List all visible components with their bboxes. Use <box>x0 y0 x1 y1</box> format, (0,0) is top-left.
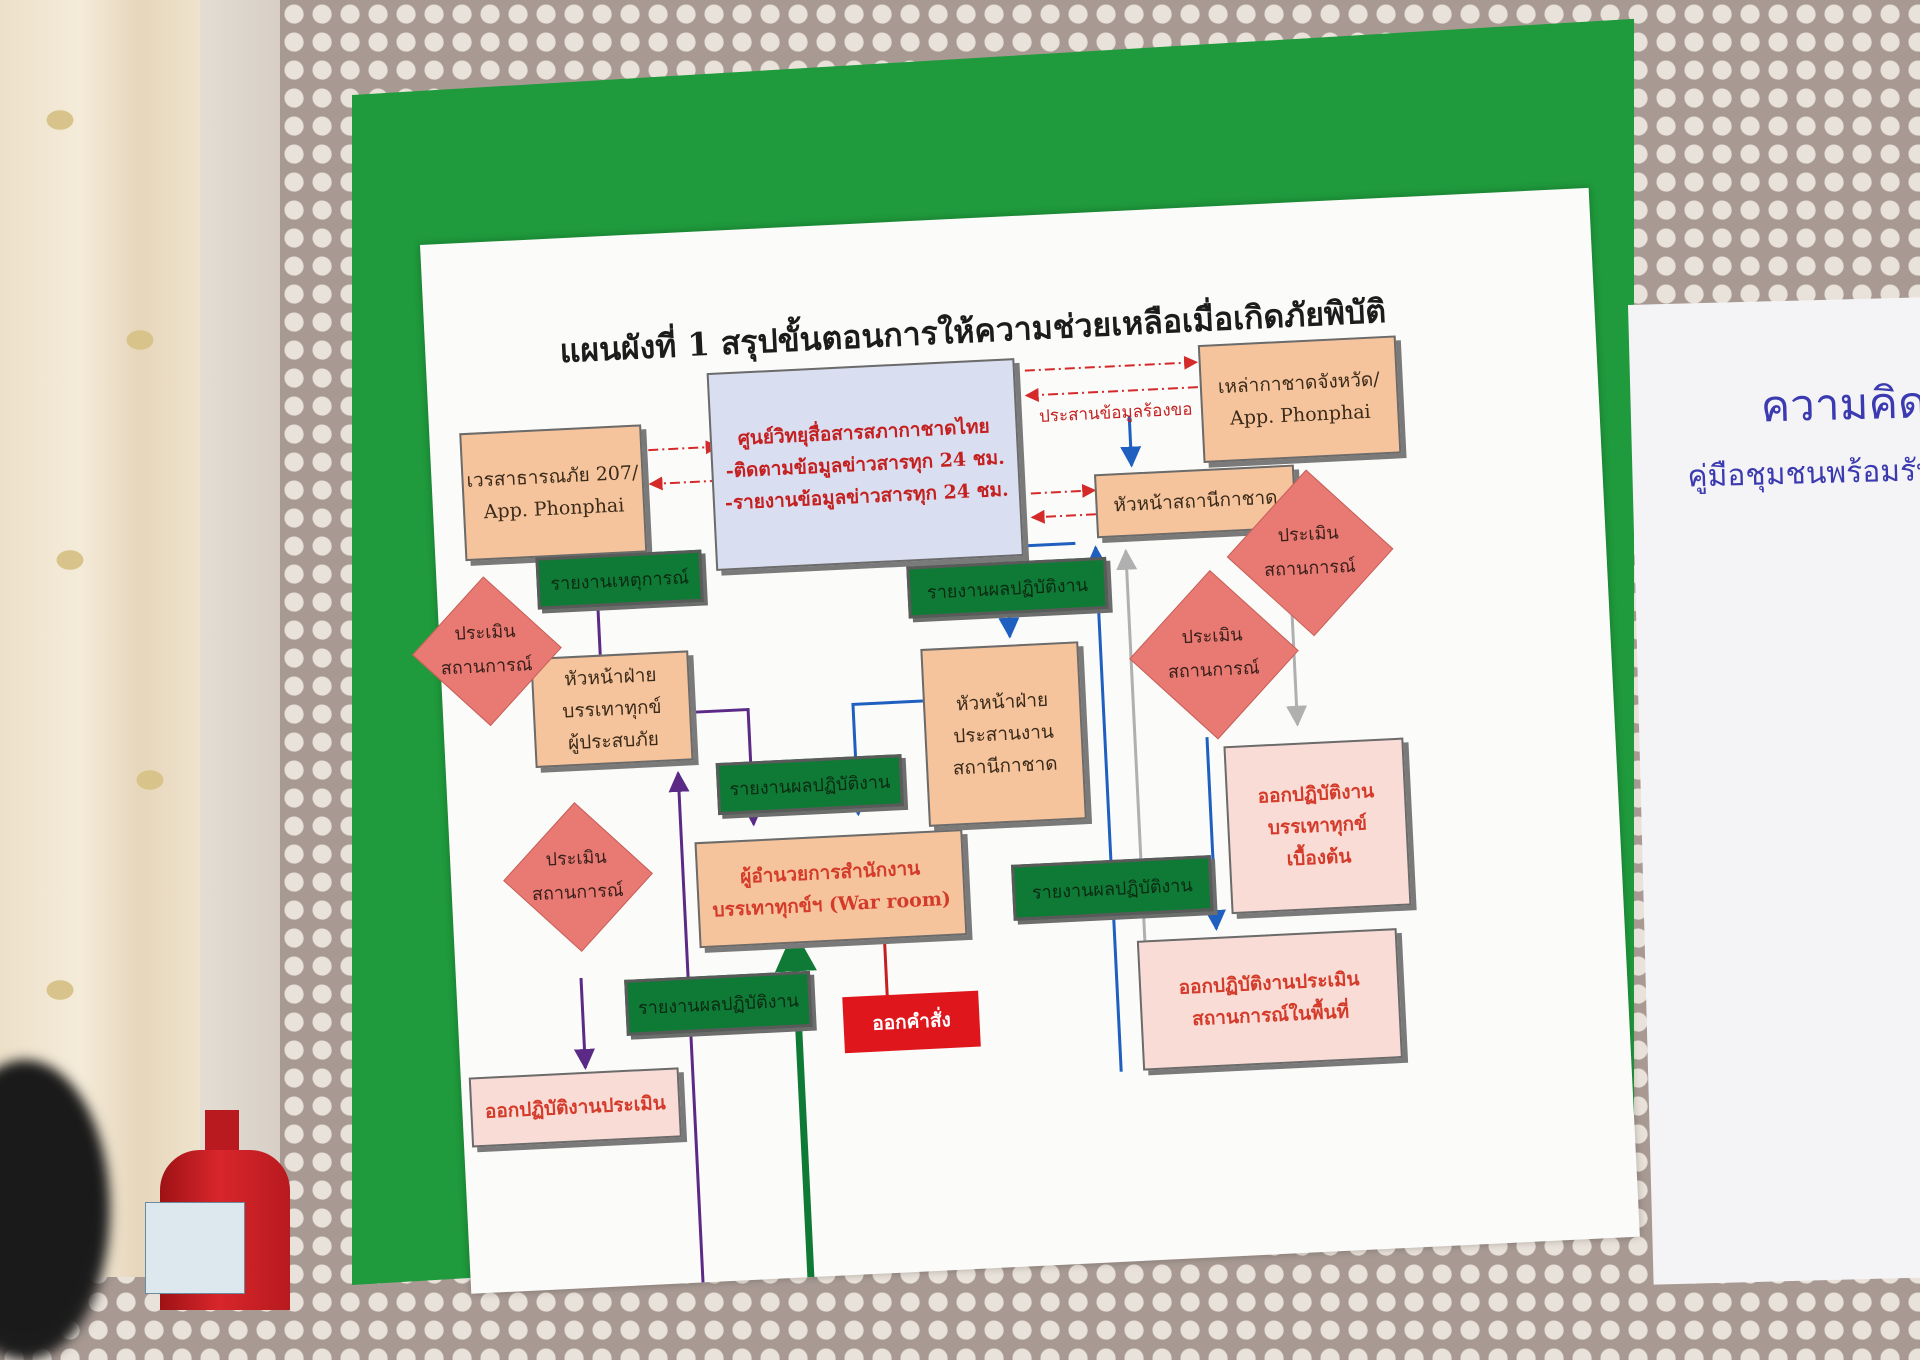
side-sheet-subtitle: คู่มือชุมชนพร้อมรับม <box>1687 452 1920 495</box>
diamond-lower-left-label: ประเมิน สถานการณ์ <box>509 825 646 927</box>
dashed-arrow-center-to-public <box>648 476 720 491</box>
green-box-result-report-upper: รายงานผลปฏิบัติงาน <box>906 556 1109 619</box>
diamond-far-right-line-2: สถานการณ์ <box>1263 555 1357 582</box>
node-initial-relief-line-2: บรรเทาทุกข์ <box>1267 812 1368 840</box>
node-public-disaster-line-2: App. Phonphai <box>483 494 625 524</box>
green-box-result-report-middle: รายงานผลปฏิบัติงาน <box>715 754 904 816</box>
diamond-left-label: ประเมิน สถานการณ์ <box>418 599 555 701</box>
diamond-far-right-line-1: ประเมิน <box>1277 522 1340 547</box>
dashed-arrow-center-to-province <box>1024 355 1199 372</box>
fire-extinguisher <box>140 1110 290 1310</box>
dashed-arrow-province-to-center <box>1024 386 1198 402</box>
node-public-disaster: เวรสาธารณภัย 207/ App. Phonphai <box>459 424 648 562</box>
dashed-arrow-station-to-center <box>1030 509 1097 524</box>
green-box-incident-report: รายงานเหตุการณ์ <box>535 549 704 610</box>
node-coordination-head-line-3: สถานีกาชาด <box>952 752 1059 780</box>
flowchart-poster: แผนผังที่ 1 สรุปขั้นตอนการให้ความช่วยเหล… <box>412 187 1640 1294</box>
arrow-diamond-to-initial-relief <box>1286 602 1308 727</box>
arrow-diamond-to-field <box>1204 737 1226 932</box>
node-field-assessment-line-2: สถานการณ์ในพื้นที่ <box>1191 1000 1350 1031</box>
node-field-assessment: ออกปฏิบัติงานประเมิน สถานการณ์ในพื้นที่ <box>1136 928 1403 1071</box>
dashed-arrow-center-to-station <box>1030 483 1097 498</box>
arrow-diamond-to-bottom-assessment <box>573 977 595 1071</box>
side-sheet-title: ความคิดเห็ <box>1760 376 1920 433</box>
diamond-center-right-line-2: สถานการณ์ <box>1167 657 1261 683</box>
side-sheet: ความคิดเห็ คู่มือชุมชนพร้อมรับม <box>1628 296 1920 1285</box>
node-initial-relief-line-3: เบื้องต้น <box>1286 845 1352 871</box>
fire-extinguisher-tag <box>145 1202 245 1294</box>
arrow-province-to-station <box>1120 415 1142 468</box>
node-radio-center: ศูนย์วิทยุสื่อสารสภากาชาดไทย -ติดตามข้อม… <box>706 358 1024 571</box>
node-coordination-head: หัวหน้าฝ่าย ประสานงาน สถานีกาชาด <box>920 641 1087 827</box>
green-box-result-report-right: รายงานผลปฏิบัติงาน <box>1010 855 1214 921</box>
line-director-to-order <box>882 929 890 1004</box>
node-bottom-left-assessment: ออกปฏิบัติงานประเมิน <box>468 1067 682 1148</box>
diamond-center-right-label: ประเมิน สถานการณ์ <box>1141 599 1286 708</box>
node-bottom-left-assessment-line-1: ออกปฏิบัติงานประเมิน <box>484 1091 667 1123</box>
node-director: ผู้อำนวยการสำนักงาน บรรเทาทุกข์ฯ (War ro… <box>694 829 968 949</box>
dashed-arrow-public-to-center <box>648 440 720 455</box>
order-button: ออกคำสั่ง <box>842 990 981 1054</box>
diamond-lower-left-line-1: ประเมิน <box>545 846 608 871</box>
diamond-center-right-line-1: ประเมิน <box>1181 624 1244 649</box>
diamond-left-line-1: ประเมิน <box>453 620 517 645</box>
arrow-field-to-station <box>1086 545 1123 1072</box>
green-box-result-report-lower: รายงานผลปฏิบัติงาน <box>624 970 813 1036</box>
diamond-left-line-2: สถานการณ์ <box>440 654 533 680</box>
node-relief-head-line-1: หัวหน้าฝ่ายบรรเทาทุกข์ <box>561 663 662 723</box>
node-relief-head: หัวหน้าฝ่ายบรรเทาทุกข์ ผู้ประสบภัย <box>530 650 694 768</box>
diamond-lower-left-line-2: สถานการณ์ <box>531 879 625 906</box>
node-relief-head-line-2: ผู้ประสบภัย <box>567 728 660 755</box>
wall-trim <box>200 0 280 1277</box>
node-provincial-redcross-line-2: App. Phonphai <box>1229 400 1372 430</box>
node-coordination-head-line-1: หัวหน้าฝ่าย <box>955 688 1049 715</box>
node-provincial-redcross: เหล่ากาชาดจังหวัด/ App. Phonphai <box>1197 335 1402 463</box>
node-initial-relief: ออกปฏิบัติงาน บรรเทาทุกข์ เบื้องต้น <box>1223 737 1412 915</box>
diamond-far-right-label: ประเมิน สถานการณ์ <box>1237 499 1382 606</box>
node-coordination-head-line-2: ประสานงาน <box>952 720 1055 748</box>
